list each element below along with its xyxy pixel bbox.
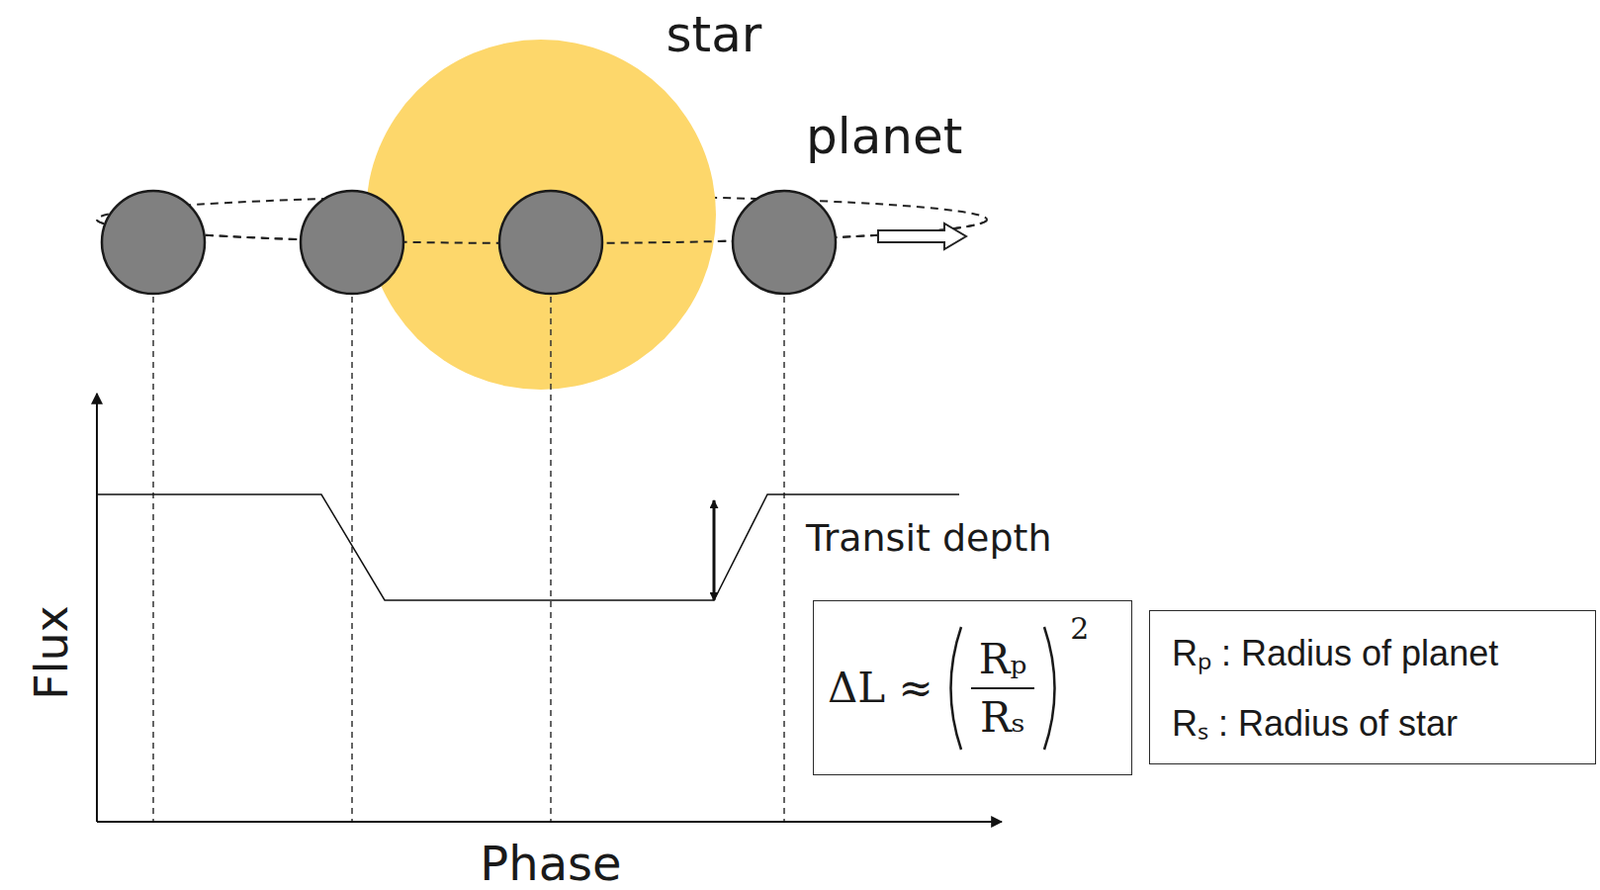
- definition-text: Rₛ : Radius of star: [1171, 698, 1574, 747]
- depth-arrow: [712, 500, 716, 601]
- formula-term: Rₛ: [979, 693, 1026, 742]
- left-paren: [939, 622, 968, 754]
- planet-discs: [101, 190, 836, 294]
- transit-depth-label: Transit depth: [805, 519, 1053, 557]
- right-paren: [1038, 622, 1067, 754]
- definition-text: Rₚ : Radius of planet: [1171, 627, 1574, 677]
- motion-arrow: [878, 223, 967, 250]
- planet-label: planet: [805, 111, 963, 162]
- star-label: star: [666, 9, 763, 60]
- formula-box: ΔL ≈ RₚRₛ 2: [812, 600, 1133, 776]
- formula-term: Rₚ: [978, 634, 1027, 684]
- phase-guides: [153, 242, 785, 822]
- star-disc: [365, 39, 716, 390]
- formula-exponent: 2: [1069, 611, 1089, 646]
- axis-title: Phase: [479, 839, 622, 888]
- axis-title: Flux: [28, 605, 75, 701]
- x-axis: [96, 820, 1002, 823]
- y-axis: [95, 393, 98, 822]
- formula-lhs: ΔL ≈: [827, 663, 934, 712]
- legend-box: Rₚ : Radius of planet Rₛ : Radius of star: [1149, 610, 1597, 765]
